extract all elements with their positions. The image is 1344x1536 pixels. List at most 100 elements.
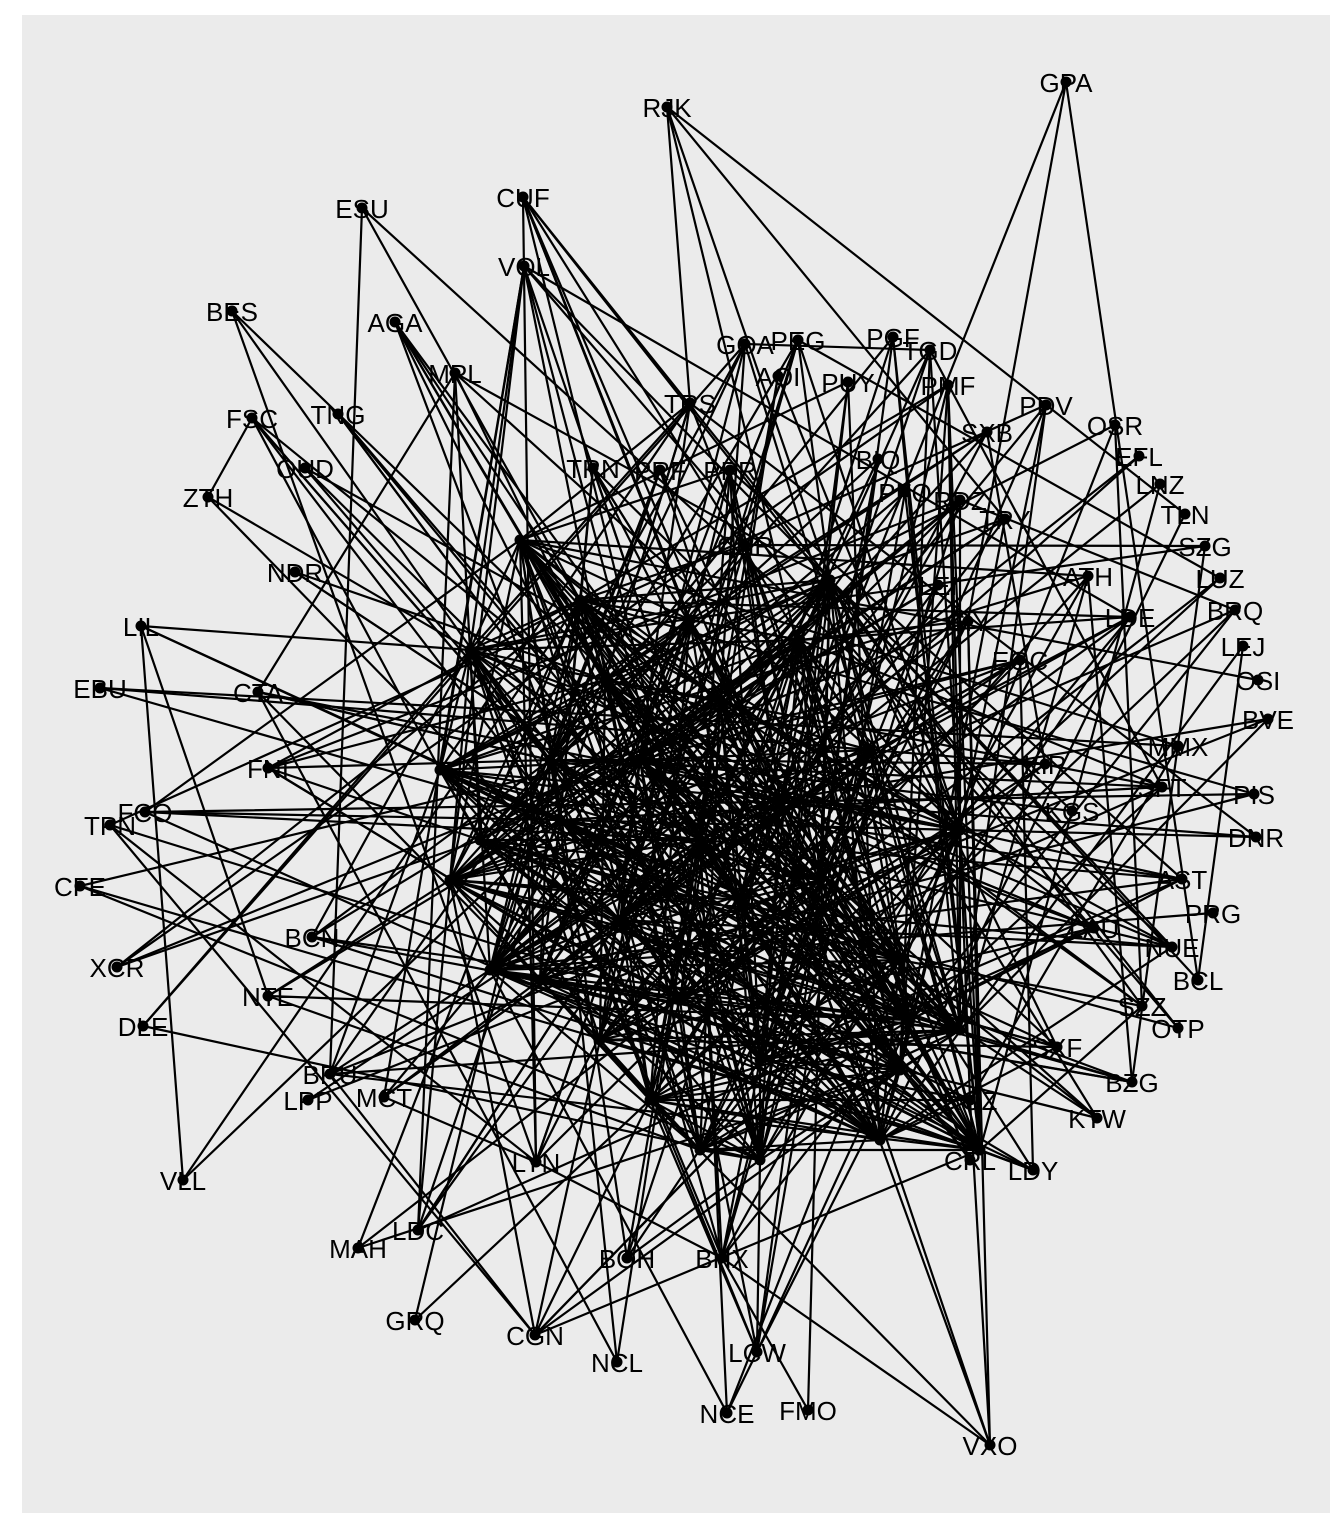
edge-BHX-core-0 [720, 1058, 762, 1260]
edge-LCW-core-3 [638, 758, 759, 1354]
edge-LCW-core-2 [755, 1068, 902, 1354]
node-ldc [412, 1224, 424, 1236]
node-label-ppr: PPR [703, 456, 756, 486]
hub-node-34 [694, 1144, 706, 1156]
edge-LYN-core-4 [534, 918, 622, 1164]
node-lde [1124, 611, 1136, 623]
edge-OTP-CUF [521, 195, 1180, 1030]
node-label-bhx: BHX [695, 1244, 748, 1274]
edge-CRL-core-1 [603, 678, 972, 1162]
edge-GPA-CIY [966, 80, 1068, 623]
node-fni [262, 762, 274, 774]
edge-PRF-core-2 [548, 468, 662, 762]
edge-TRS-core-5 [468, 401, 692, 652]
node-label-osi: OSI [1236, 666, 1281, 696]
edge-CUF-LYN [521, 195, 538, 1164]
node-vll [177, 1174, 189, 1186]
node-ppr [724, 464, 736, 476]
edge-XCR-core-1 [115, 598, 582, 969]
hub-node-8 [814, 874, 826, 886]
edge-LEJ-core-0 [878, 644, 1245, 1142]
node-label-lpp: LPP [283, 1086, 332, 1116]
edge-KTW-core-1 [603, 678, 1099, 1120]
node-osi [1252, 674, 1264, 686]
node-peg [792, 334, 804, 346]
node-label-prg: PRG [1185, 899, 1241, 929]
edge-hub-29-34 [698, 1028, 962, 1152]
edge-NUE-ESU [360, 206, 1174, 949]
edge-LEJ-BCL [1196, 644, 1245, 982]
edge-VXO-BHX [720, 1256, 992, 1447]
edge-CHR-core-4 [743, 543, 782, 802]
hub-node-26 [594, 1034, 606, 1046]
node-biq [872, 453, 884, 465]
node-label-lej: LEJ [1221, 632, 1266, 662]
node-label-sxb: SXB [961, 418, 1013, 448]
edge-NCE-OSR [725, 423, 1117, 1415]
node-lej [1237, 640, 1249, 652]
node-label-mct: MCT [356, 1083, 412, 1113]
node-luz [1214, 572, 1226, 584]
hub-node-25 [754, 1154, 766, 1166]
hub-node-24 [684, 614, 696, 626]
edge-AST-core-0 [638, 758, 1184, 881]
hub-node-13 [794, 634, 806, 646]
edge-NCE-core-0 [488, 968, 729, 1415]
edge-hub-5-8 [738, 878, 822, 902]
node-label-ktw: KTW [1068, 1104, 1126, 1134]
edge-CGN-core-5 [448, 878, 537, 1337]
edge-TRS-core-0 [518, 401, 692, 542]
node-tgd [924, 344, 936, 356]
hub-node-9 [754, 1054, 766, 1066]
edge-LCW-core-4 [755, 1018, 912, 1354]
node-aoi [772, 370, 784, 382]
edge-LDC-core-1 [416, 678, 607, 1232]
node-bes [226, 305, 238, 317]
edge-hub-19-21 [488, 968, 912, 1022]
edge-BHX-BRQ [720, 608, 1237, 1260]
edge-BCN-core-0 [310, 758, 552, 939]
edge-PPR-core-2 [618, 468, 732, 922]
node-ncl [611, 1356, 623, 1368]
edge-LDY-core-2 [898, 958, 1035, 1172]
node-label-chr: CHR [717, 531, 773, 561]
edge-SFT-TGD [928, 348, 1164, 789]
node-label-nce: NCE [700, 1399, 755, 1429]
node-lnz [1154, 478, 1166, 490]
edge-VLL-LIL [139, 624, 185, 1182]
node-prg [1207, 907, 1219, 919]
node-label-egc: EGC [992, 646, 1048, 676]
node-label-goa: GOA [716, 330, 774, 360]
edge-EGC-core-2 [638, 658, 1022, 762]
edge-ZTH-core-1 [206, 495, 472, 652]
node-goa [739, 338, 751, 350]
edge-EFL-core-1 [618, 454, 1141, 922]
node-prf [654, 464, 666, 476]
edge-hub-16-28 [468, 648, 482, 842]
node-rdz [954, 494, 966, 506]
node-label-cuf: CUF [496, 183, 549, 213]
hub-node-27 [954, 824, 966, 836]
edge-SZZ-core-4 [518, 538, 1144, 1008]
node-label-trs: TRS [664, 389, 716, 419]
edge-PRF-core-1 [658, 468, 982, 1152]
node-label-esu: ESU [335, 194, 388, 224]
node-label-vll: VLL [160, 1166, 206, 1196]
node-mct [378, 1091, 390, 1103]
node-rjk [661, 101, 673, 113]
node-lcw [751, 1346, 763, 1358]
edge-GRQ-core-1 [413, 1098, 652, 1322]
edge-GOA-core-3 [548, 342, 747, 762]
node-label-dnr: DNR [1228, 823, 1284, 853]
edge-hub-16-17 [438, 648, 472, 772]
edge-TRN-core-5 [591, 466, 742, 902]
node-label-zth: ZTH [183, 483, 234, 513]
node-ldy [1027, 1164, 1039, 1176]
edge-NCE-LCW [725, 1350, 759, 1415]
hub-node-32 [544, 754, 556, 766]
node-label-xcr: XCR [90, 953, 145, 983]
node-vol [518, 260, 530, 272]
edge-KTW-core-4 [638, 758, 1099, 1120]
edge-SZG-BZG [1130, 544, 1207, 1084]
edge-hub-13-16 [468, 638, 802, 652]
